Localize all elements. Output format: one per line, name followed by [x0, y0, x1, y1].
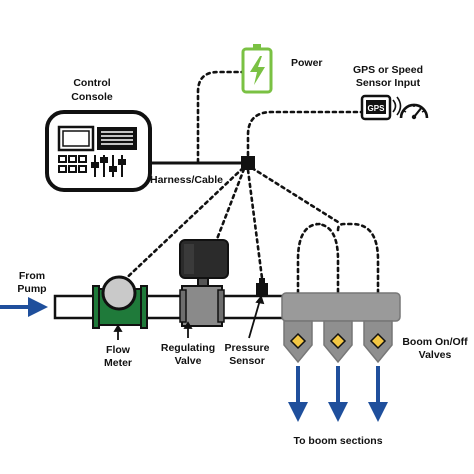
boom-valve-2	[323, 320, 353, 364]
regulating-valve-label-2: Valve	[175, 355, 202, 367]
boom-valve-3	[363, 320, 393, 364]
pressure-pointer	[248, 299, 261, 339]
control-console-label-2: Console	[71, 91, 113, 103]
boom-arch-left	[296, 222, 340, 330]
pressure-sensor-label-1: Pressure	[225, 342, 270, 354]
flow-meter-cable	[116, 166, 245, 288]
gps-label-1: GPS or Speed	[353, 64, 423, 76]
pressure-cable	[246, 168, 264, 280]
to-boom-label: To boom sections	[293, 435, 382, 447]
boom-cable	[250, 166, 340, 224]
speedometer-icon	[399, 103, 429, 120]
boom-valve-1	[283, 320, 313, 364]
power-label: Power	[291, 57, 323, 69]
flow-meter-label-2: Meter	[104, 357, 132, 369]
power-cable	[196, 70, 244, 164]
from-pump-label-1: From	[19, 270, 45, 282]
console-screen-right	[97, 127, 137, 150]
console-screen-left	[57, 125, 95, 152]
boom-valves-label-1: Boom On/Off	[402, 336, 468, 348]
boom-valves-label-2: Valves	[419, 349, 452, 361]
flow-arrows	[0, 297, 388, 422]
control-console-label-1: Control	[73, 77, 110, 89]
regulating-valve	[179, 239, 229, 327]
gps-cable	[246, 110, 364, 157]
valve-cable	[210, 167, 246, 254]
control-console	[45, 110, 152, 192]
harness-hub	[241, 156, 255, 170]
gps-label-2: Sensor Input	[356, 77, 421, 89]
label-pointers	[113, 295, 265, 340]
pressure-sensor-label-2: Sensor	[229, 355, 265, 367]
gps-badge: GPS	[368, 104, 386, 113]
dotted-cables	[116, 70, 380, 330]
flow-meter	[92, 275, 148, 329]
flow-meter-label-1: Flow	[106, 344, 131, 356]
pressure-sensor	[256, 278, 268, 296]
console-sliders	[91, 155, 126, 177]
main-pipe	[53, 294, 289, 320]
battery-bolt-icon	[241, 44, 273, 94]
gps-unit-icon: GPS	[360, 94, 402, 121]
harness-label: Harness/Cable	[150, 174, 223, 186]
boom-manifold	[281, 292, 401, 322]
boom-arch-right	[336, 222, 380, 330]
from-pump-label-2: Pump	[17, 283, 46, 295]
regulating-valve-label-1: Regulating	[161, 342, 215, 354]
console-keypad	[58, 155, 87, 173]
